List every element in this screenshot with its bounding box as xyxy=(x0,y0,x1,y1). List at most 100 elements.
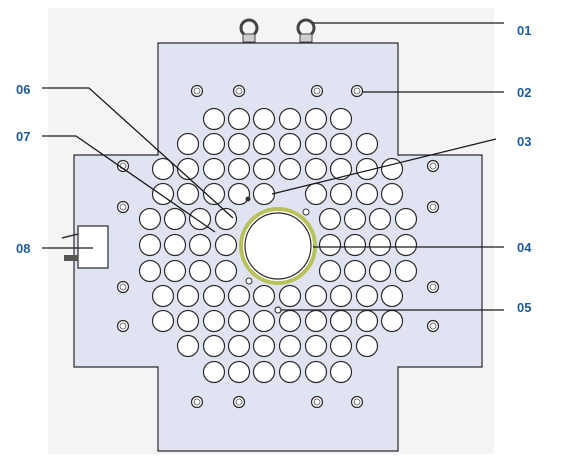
tube-hole xyxy=(304,309,328,333)
bolt-hole-inner xyxy=(119,283,127,291)
bolt-hole xyxy=(116,280,130,294)
bolt-hole-inner xyxy=(193,87,201,95)
tube-hole xyxy=(202,334,226,358)
cable-upper xyxy=(61,233,79,239)
bolt-hole xyxy=(426,200,440,214)
tube-hole xyxy=(176,157,200,181)
tube-hole xyxy=(380,182,404,206)
callout-line-03 xyxy=(271,138,497,195)
bolt-hole xyxy=(426,280,440,294)
tube-hole xyxy=(151,157,175,181)
tube-hole xyxy=(278,107,302,131)
bolt-hole xyxy=(350,395,364,409)
callout-label-01: 01 xyxy=(517,23,531,38)
tube-hole xyxy=(380,284,404,308)
pin-hole xyxy=(245,196,251,202)
bolt-hole xyxy=(116,200,130,214)
bolt-hole-group xyxy=(116,84,440,409)
bolt-hole-inner xyxy=(119,322,127,330)
tube-hole xyxy=(163,207,187,231)
bolt-hole-inner xyxy=(429,283,437,291)
bolt-hole-inner xyxy=(429,322,437,330)
tube-hole xyxy=(202,132,226,156)
tube-hole xyxy=(151,309,175,333)
tube-hole xyxy=(355,334,379,358)
tube-hole xyxy=(329,309,353,333)
tube-hole xyxy=(188,259,212,283)
tube-hole xyxy=(227,360,251,384)
tube-hole xyxy=(227,284,251,308)
tube-hole xyxy=(138,259,162,283)
tube-hole xyxy=(380,157,404,181)
callout-label-04: 04 xyxy=(517,240,532,255)
callout-line-07 xyxy=(42,135,216,233)
tube-hole xyxy=(227,157,251,181)
junction-box xyxy=(77,225,109,269)
tube-hole xyxy=(343,259,367,283)
bolt-hole xyxy=(350,84,364,98)
tube-hole xyxy=(278,309,302,333)
tube-hole xyxy=(368,233,392,257)
tube-hole xyxy=(252,182,276,206)
tube-hole xyxy=(188,207,212,231)
tube-hole xyxy=(227,107,251,131)
bolt-hole xyxy=(190,395,204,409)
tube-hole xyxy=(252,284,276,308)
tube-hole xyxy=(227,334,251,358)
tube-hole xyxy=(329,360,353,384)
callout-label-06: 06 xyxy=(16,82,30,97)
bolt-hole-inner xyxy=(353,398,361,406)
tube-hole xyxy=(278,334,302,358)
bolt-hole xyxy=(310,395,324,409)
tube-hole xyxy=(151,284,175,308)
bolt-hole xyxy=(232,84,246,98)
tube-hole xyxy=(329,182,353,206)
tube-hole xyxy=(202,309,226,333)
tube-hole xyxy=(304,360,328,384)
tube-hole xyxy=(343,207,367,231)
marker-hole-05 xyxy=(274,306,282,314)
tube-hole xyxy=(176,334,200,358)
central-opening xyxy=(244,212,312,280)
tube-hole xyxy=(355,132,379,156)
tube-hole xyxy=(329,284,353,308)
tube-hole xyxy=(304,334,328,358)
bolt-hole xyxy=(116,159,130,173)
callout-label-02: 02 xyxy=(517,85,531,100)
bolt-hole xyxy=(116,319,130,333)
tube-hole xyxy=(138,207,162,231)
tube-hole xyxy=(278,284,302,308)
bolt-hole-inner xyxy=(193,398,201,406)
bolt-hole-inner xyxy=(353,87,361,95)
tube-hole xyxy=(278,132,302,156)
bolt-hole xyxy=(426,319,440,333)
tube-hole xyxy=(188,233,212,257)
tube-hole xyxy=(318,259,342,283)
tube-hole xyxy=(252,132,276,156)
tube-hole xyxy=(252,157,276,181)
tube-hole xyxy=(304,284,328,308)
bolt-hole-inner xyxy=(235,87,243,95)
bolt-hole-inner xyxy=(119,203,127,211)
pin-hole xyxy=(302,208,310,216)
tube-hole xyxy=(318,233,342,257)
tube-hole xyxy=(278,360,302,384)
callout-lines xyxy=(42,22,504,311)
tube-hole xyxy=(329,334,353,358)
tube-hole xyxy=(329,107,353,131)
bolt-hole xyxy=(190,84,204,98)
tube-hole xyxy=(214,259,238,283)
callout-label-05: 05 xyxy=(517,300,531,315)
tube-hole-grid xyxy=(138,107,418,384)
tube-hole xyxy=(214,233,238,257)
tube-hole xyxy=(368,259,392,283)
tube-hole xyxy=(355,157,379,181)
tube-hole xyxy=(329,157,353,181)
bolt-hole-inner xyxy=(313,87,321,95)
tube-hole xyxy=(318,207,342,231)
tube-hole xyxy=(252,107,276,131)
tube-hole xyxy=(380,309,404,333)
tube-hole xyxy=(163,233,187,257)
tube-hole xyxy=(355,182,379,206)
